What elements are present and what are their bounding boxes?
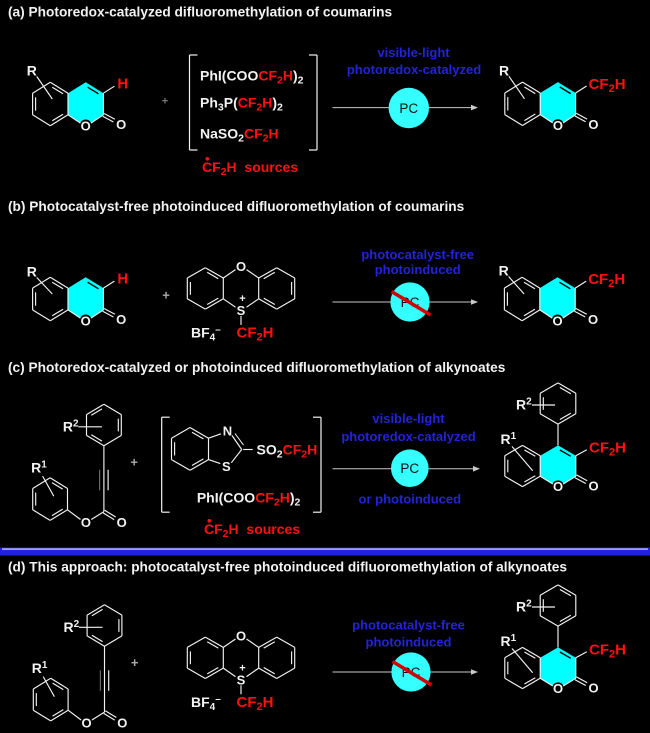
svg-text:NaSO2CF2H: NaSO2CF2H bbox=[200, 126, 279, 145]
svg-text:CF2H: CF2H bbox=[589, 642, 626, 661]
svg-text:photoredox-catalyzed: photoredox-catalyzed bbox=[347, 62, 481, 77]
svg-text:H: H bbox=[117, 76, 128, 93]
svg-text:photoinduced: photoinduced bbox=[366, 635, 452, 650]
svg-text:+: + bbox=[162, 288, 170, 303]
svg-text:visible-light: visible-light bbox=[372, 411, 445, 426]
svg-text:O: O bbox=[236, 259, 246, 274]
svg-text:O: O bbox=[116, 312, 126, 327]
svg-text:visible-light: visible-light bbox=[377, 45, 450, 60]
svg-text:O: O bbox=[81, 515, 91, 530]
svg-text:O: O bbox=[553, 118, 563, 133]
svg-text:O: O bbox=[81, 313, 91, 328]
svg-text:H: H bbox=[117, 271, 128, 288]
svg-text:R: R bbox=[499, 263, 509, 279]
svg-text:CF2H sources: CF2H sources bbox=[204, 521, 300, 540]
svg-text:photocatalyst-free: photocatalyst-free bbox=[352, 618, 465, 633]
svg-text:(d) This approach: photocataly: (d) This approach: photocatalyst-free ph… bbox=[8, 560, 567, 575]
svg-text:CF2H: CF2H bbox=[237, 694, 274, 713]
svg-text:O: O bbox=[588, 312, 598, 327]
svg-text:CF2H: CF2H bbox=[588, 271, 625, 290]
svg-text:R: R bbox=[27, 63, 37, 79]
svg-text:N: N bbox=[223, 424, 232, 439]
svg-text:O: O bbox=[117, 515, 127, 530]
svg-text:S: S bbox=[237, 672, 246, 687]
svg-text:photoinduced: photoinduced bbox=[375, 262, 461, 277]
svg-text:O: O bbox=[553, 479, 563, 494]
svg-text:CF2H: CF2H bbox=[589, 440, 626, 459]
svg-text:(b) Photocatalyst-free photoin: (b) Photocatalyst-free photoinduced difl… bbox=[8, 199, 465, 214]
svg-text:CF2H: CF2H bbox=[589, 76, 626, 95]
svg-text:+: + bbox=[239, 293, 245, 305]
svg-text:O: O bbox=[552, 313, 562, 328]
svg-text:(a) Photoredox-catalyzed diflu: (a) Photoredox-catalyzed difluoromethyla… bbox=[8, 5, 392, 20]
svg-text:+: + bbox=[239, 662, 245, 674]
svg-text:S: S bbox=[222, 459, 231, 474]
svg-text:O: O bbox=[81, 716, 91, 731]
svg-text:+: + bbox=[162, 96, 168, 108]
svg-text:photocatalyst-free: photocatalyst-free bbox=[361, 247, 474, 262]
svg-text:photoredox-catalyzed: photoredox-catalyzed bbox=[341, 429, 475, 444]
svg-text:O: O bbox=[117, 716, 127, 731]
svg-text:O: O bbox=[588, 479, 598, 494]
svg-text:CF2H: CF2H bbox=[237, 324, 274, 343]
svg-text:Ph3P(CF2H)2: Ph3P(CF2H)2 bbox=[200, 95, 283, 114]
svg-text:R: R bbox=[499, 62, 509, 78]
svg-text:O: O bbox=[588, 117, 598, 132]
svg-text:PC: PC bbox=[399, 101, 418, 116]
svg-text:CF2H sources: CF2H sources bbox=[202, 159, 298, 178]
svg-text:+: + bbox=[131, 655, 139, 670]
svg-text:S: S bbox=[237, 303, 246, 318]
svg-text:O: O bbox=[116, 117, 126, 132]
svg-text:R: R bbox=[27, 264, 37, 280]
svg-text:+: + bbox=[130, 455, 138, 470]
svg-text:(c) Photoredox-catalyzed or ph: (c) Photoredox-catalyzed or photoinduced… bbox=[8, 360, 506, 375]
svg-text:or photoinduced: or photoinduced bbox=[359, 492, 462, 507]
svg-text:O: O bbox=[588, 681, 598, 696]
svg-text:O: O bbox=[81, 118, 91, 133]
svg-text:O: O bbox=[236, 628, 246, 643]
svg-text:PC: PC bbox=[400, 461, 419, 476]
svg-text:O: O bbox=[553, 681, 563, 696]
